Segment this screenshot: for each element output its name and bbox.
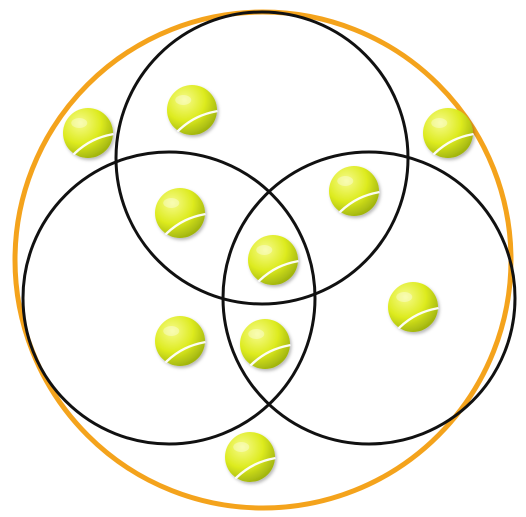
tennis-ball-icon [388,282,438,332]
tennis-balls-group [63,85,473,482]
tennis-ball-icon [167,85,217,135]
tennis-ball-icon [155,316,205,366]
tennis-ball-icon [155,188,205,238]
tennis-ball-icon [240,319,290,369]
tennis-ball-icon [225,432,275,482]
tennis-ball-icon [248,235,298,285]
tennis-ball-icon [329,166,379,216]
tennis-ball-icon [423,108,473,158]
tennis-ball-icon [63,108,113,158]
